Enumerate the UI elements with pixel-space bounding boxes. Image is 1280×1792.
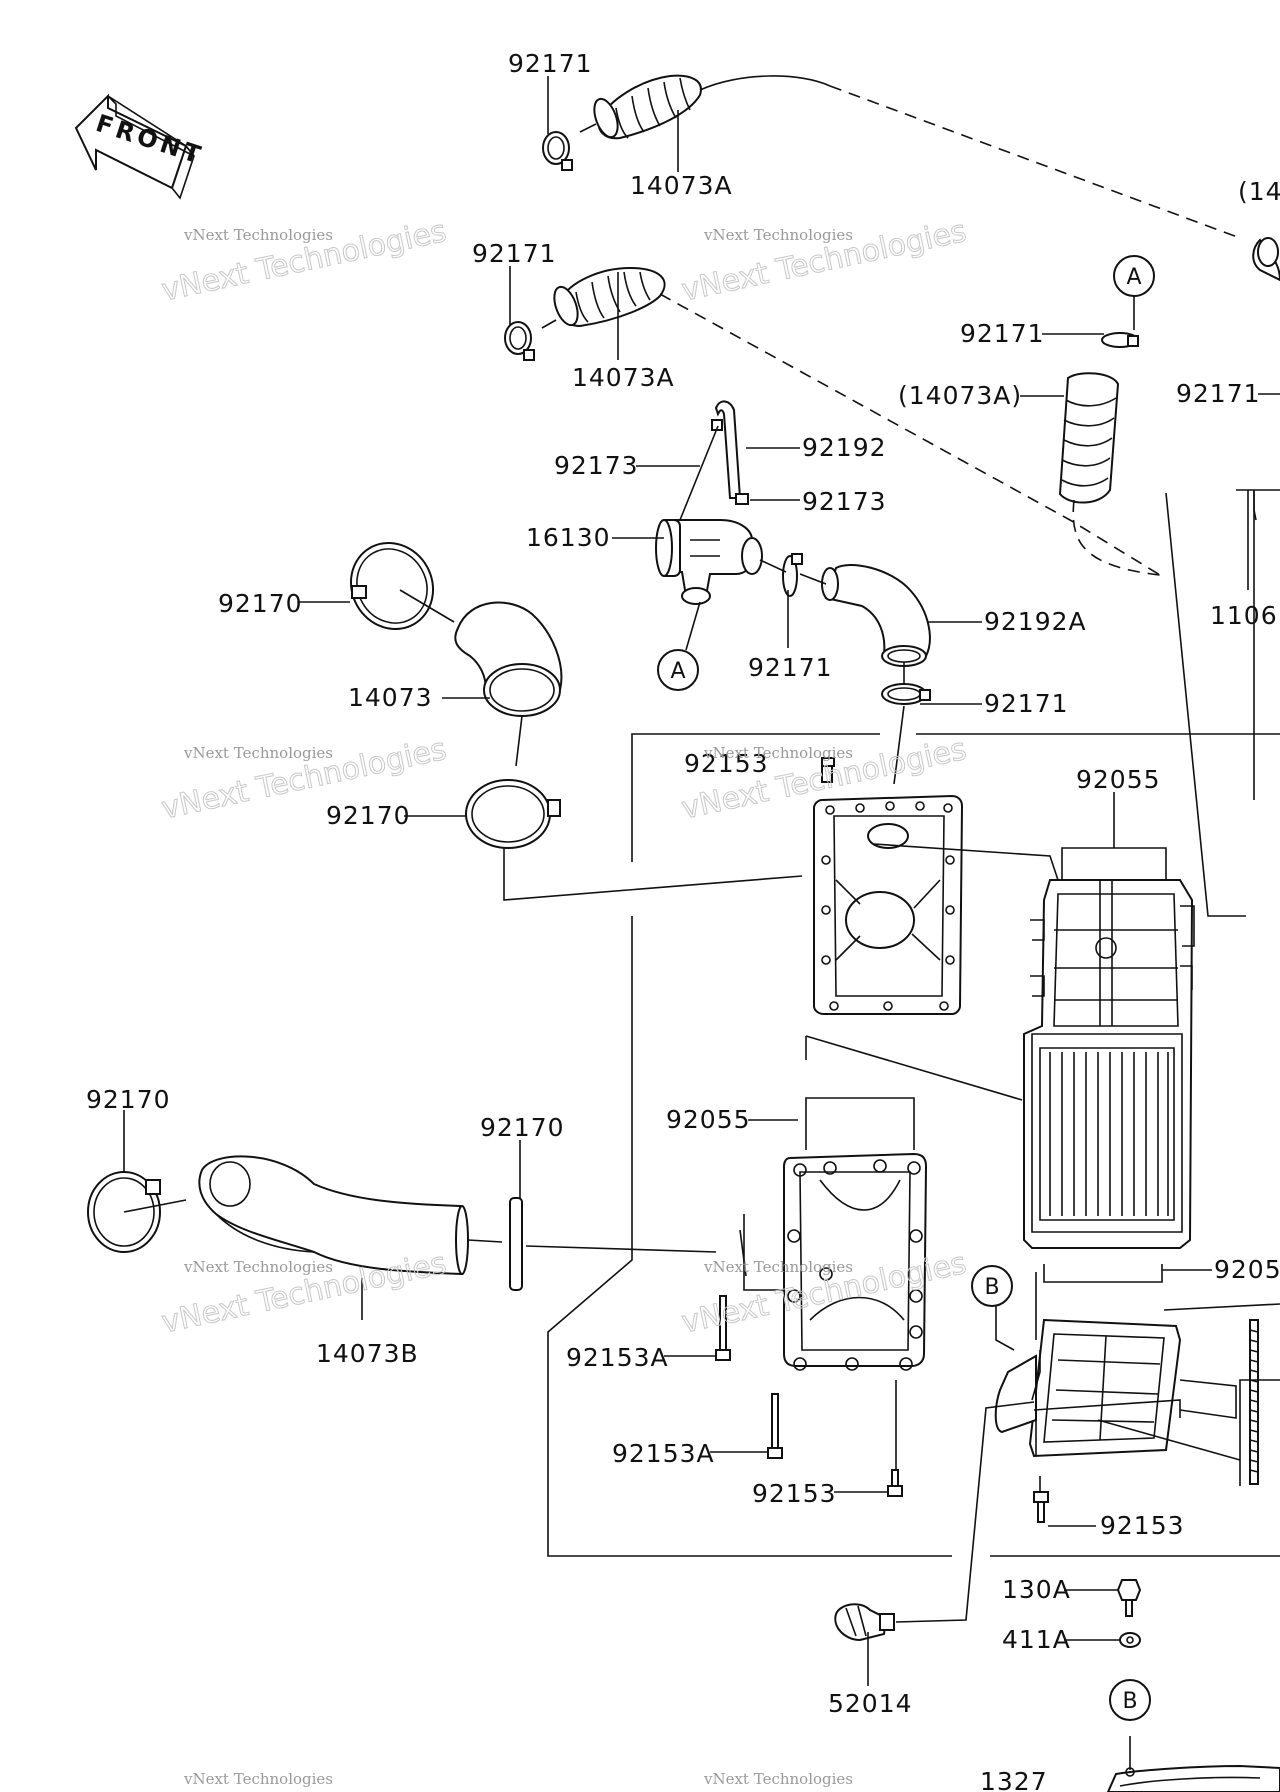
elbow-92192a [821, 564, 931, 667]
label-92055-a: 92055 [1076, 765, 1161, 794]
hose-partial-top-right [1252, 237, 1280, 282]
label-92170-a: 92170 [218, 589, 303, 618]
svg-text:B: B [1122, 1689, 1137, 1714]
label-411a: 411A [1002, 1625, 1071, 1654]
label-52014: 52014 [828, 1689, 913, 1718]
label-92170-b: 92170 [326, 801, 411, 830]
callout-b-bottom: B [1109, 1679, 1151, 1721]
svg-text:vNext Technologies: vNext Technologies [183, 744, 333, 762]
label-92192a: 92192A [984, 607, 1087, 636]
gasket-92055-top [1061, 847, 1167, 880]
washer-411a [1119, 1632, 1141, 1648]
label-92153-b: 92153 [752, 1479, 837, 1508]
label-92173-b: 92173 [802, 487, 887, 516]
label-92153a-a: 92153A [566, 1343, 669, 1372]
label-92170-c: 92170 [86, 1085, 171, 1114]
label-92173-a: 92173 [554, 451, 639, 480]
tray-13272 [1106, 1764, 1280, 1792]
pipe-92192 [679, 400, 749, 521]
label-14073: 14073 [348, 683, 433, 712]
gasket-92055-bottom [1043, 1264, 1163, 1283]
bolt-92153a-a [715, 1295, 731, 1361]
bolt-92153-b [887, 1469, 903, 1497]
cover-lower-left [783, 1152, 928, 1371]
label-1327-cut: 1327 [980, 1767, 1048, 1792]
label-92192: 92192 [802, 433, 887, 462]
callout-a-bottom: A [657, 649, 699, 691]
gasket-92055-left [805, 1097, 915, 1150]
svg-text:vNext Technologies: vNext Technologies [183, 1770, 333, 1788]
callout-a-top: A [1113, 255, 1155, 297]
clamp-92170-flat [509, 1197, 523, 1291]
clamp-92171-valve [782, 553, 803, 597]
svg-text:A: A [1126, 265, 1141, 290]
clamp-92170-top [349, 541, 435, 631]
svg-text:vNext Technologies: vNext Technologies [183, 226, 333, 244]
label-14073a-b: 14073A [572, 363, 675, 392]
label-92055-b: 92055 [666, 1105, 751, 1134]
clamp-92171-lower [881, 683, 931, 705]
label-130a: 130A [1002, 1575, 1071, 1604]
hose-14073b [198, 1155, 469, 1276]
bolt-92153-c [1033, 1491, 1049, 1523]
label-92153-a: 92153 [684, 749, 769, 778]
label-92171-e: 92171 [748, 653, 833, 682]
svg-text:A: A [670, 659, 685, 684]
hose-14073a-top [542, 74, 831, 171]
long-bolt [1249, 1319, 1259, 1485]
label-14-cut: (14 [1238, 177, 1280, 206]
bolt-92153-a [821, 757, 835, 767]
cover-upper-left [813, 759, 964, 1015]
svg-text:vNext Technologies: vNext Technologies [703, 744, 853, 762]
label-92171-a: 92171 [508, 49, 593, 78]
label-92153-c: 92153 [1100, 1511, 1185, 1540]
hose-14073a-second [504, 266, 666, 361]
label-16130: 16130 [526, 523, 611, 552]
elbow-14073 [454, 601, 563, 717]
svg-text:vNext Technologies: vNext Technologies [183, 1258, 333, 1276]
svg-text:vNext Technologies: vNext Technologies [703, 1770, 853, 1788]
front-arrow-icon: FRONT [74, 93, 207, 200]
intercooler [1023, 879, 1195, 1249]
label-92170-d: 92170 [480, 1113, 565, 1142]
lower-right-box [994, 1318, 1237, 1458]
bolt-130a [1116, 1579, 1142, 1617]
label-92171-c: 92171 [960, 319, 1045, 348]
label-92171-d: 92171 [1176, 379, 1261, 408]
valve-16130 [655, 519, 763, 605]
svg-text:vNext Technologies: vNext Technologies [703, 226, 853, 244]
label-14073b: 14073B [316, 1339, 419, 1368]
svg-text:vNext Technologies: vNext Technologies [703, 1258, 853, 1276]
label-14073a-a: 14073A [630, 171, 733, 200]
label-14073a-paren: (14073A) [898, 381, 1022, 410]
label-9205-cut: 9205 [1214, 1255, 1280, 1284]
hose-14073a-right [1058, 332, 1161, 576]
callout-b-top: B [971, 1265, 1013, 1307]
svg-text:B: B [984, 1275, 999, 1300]
label-1106-cut: 1106 [1210, 601, 1278, 630]
bolt-92153a-b [767, 1393, 783, 1459]
clamp-92170-mid [465, 779, 561, 849]
label-92171-f: 92171 [984, 689, 1069, 718]
fitting-52014 [834, 1603, 895, 1642]
label-92171-b: 92171 [472, 239, 557, 268]
label-92153a-b: 92153A [612, 1439, 715, 1468]
